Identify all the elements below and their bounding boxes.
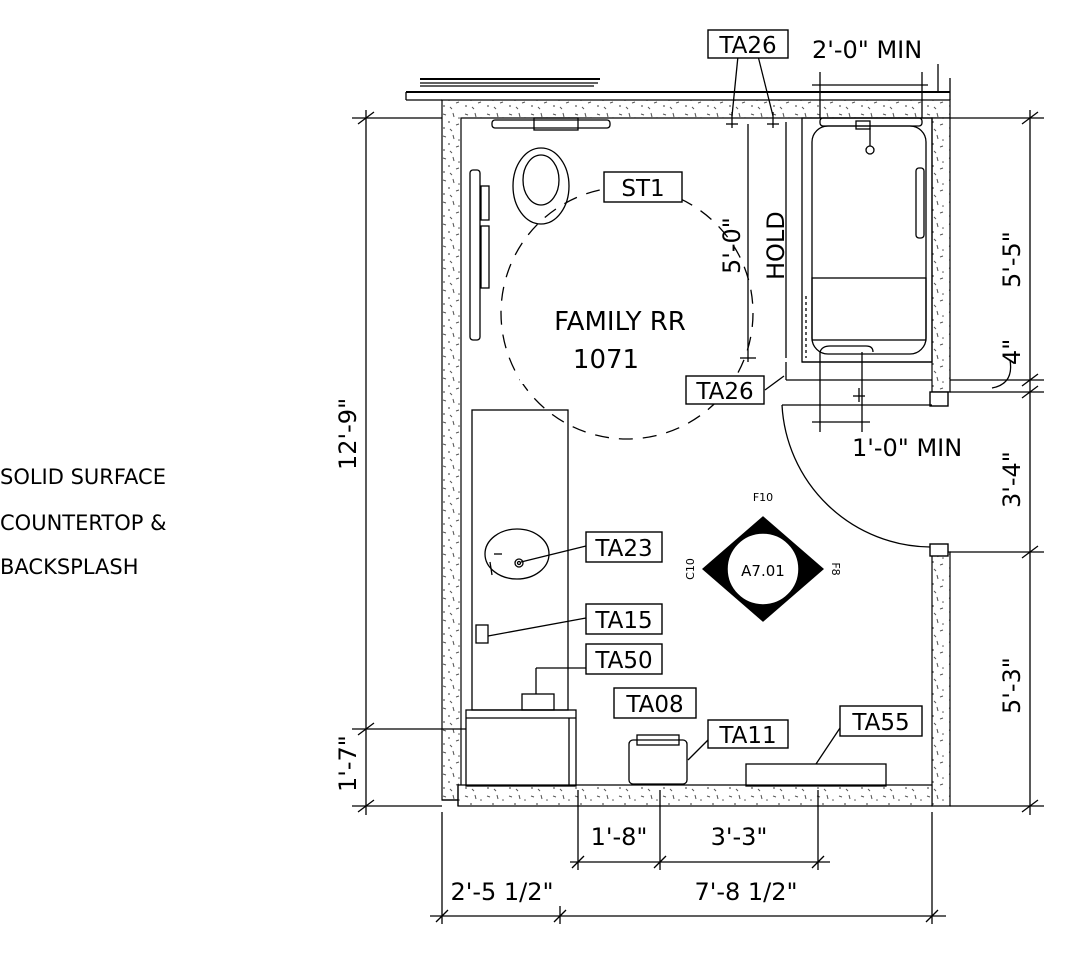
tag-ta08-box	[613, 687, 697, 719]
note-line-2: COUNTERTOP &	[0, 511, 167, 535]
dim-hold: HOLD	[762, 211, 790, 280]
tag-ta26-top: TA26	[718, 33, 776, 59]
dim-right-5-3: 5'-3"	[998, 657, 1026, 714]
wall-right-upper	[931, 117, 951, 393]
dim-bottom-2-5-half: 2'-5 1/2"	[450, 878, 553, 906]
elevation-marker: A7.01 F10 F8 C10	[684, 491, 842, 622]
tag-ta15-box	[585, 603, 663, 635]
ta55-fixture	[745, 763, 887, 787]
tag-ta26-mid-box	[685, 375, 765, 405]
dim-top-min: 2'-0" MIN	[812, 36, 922, 64]
wall-bottom	[457, 784, 933, 807]
tag-ta50-box	[585, 643, 663, 675]
dim-clear-5-0: 5'-0"	[718, 217, 746, 274]
tag-ta55-box	[839, 705, 923, 737]
tag-ta26-top-box	[707, 29, 789, 59]
dim-right-3-4: 3'-4"	[998, 451, 1026, 508]
tag-ta11: TA11	[718, 723, 776, 749]
note-line-1: SOLID SURFACE	[0, 465, 166, 489]
elevation-left: C10	[684, 558, 697, 580]
dim-bottom-1-8: 1'-8"	[591, 823, 648, 851]
tag-leaders	[487, 55, 841, 765]
ta08-top	[636, 734, 680, 746]
note-line-3: BACKSPLASH	[0, 555, 139, 579]
dim-bottom-3-3: 3'-3"	[711, 823, 768, 851]
room-name: FAMILY RR	[554, 307, 686, 337]
door-jamb-bottom	[929, 543, 949, 557]
turning-circle	[500, 186, 754, 440]
dimension-lines	[352, 72, 1044, 924]
tag-ta26-mid: TA26	[695, 379, 753, 405]
room-number: 1071	[573, 345, 639, 375]
elevation-center: A7.01	[741, 562, 785, 580]
dim-right-5-5: 5'-5"	[998, 231, 1026, 288]
door-jamb-top	[929, 391, 949, 407]
wall-right-lower	[931, 551, 951, 807]
tag-ta11-box	[707, 719, 789, 749]
dim-left-1-7: 1'-7"	[334, 735, 362, 792]
bathtub	[785, 117, 933, 381]
dim-left-12-9: 12'-9"	[334, 398, 362, 470]
tag-ta15: TA15	[594, 608, 652, 634]
dim-bottom-7-8-half: 7'-8 1/2"	[694, 878, 797, 906]
ta08-fixture	[628, 739, 688, 785]
tag-st1-box	[603, 171, 683, 203]
water-closet	[469, 117, 611, 341]
tag-ta55: TA55	[851, 710, 909, 736]
tag-st1: ST1	[621, 176, 664, 202]
elevation-top: F10	[753, 491, 773, 504]
door-swing	[781, 404, 932, 548]
walls	[405, 64, 951, 807]
vanity-counter	[465, 409, 577, 787]
tag-ta23: TA23	[594, 536, 652, 562]
dim-right-4: 4"	[998, 339, 1026, 365]
tag-ta23-box	[585, 531, 663, 563]
tag-ta08: TA08	[625, 692, 683, 718]
elevation-right: F8	[829, 562, 842, 575]
dim-min-1-0: 1'-0" MIN	[852, 434, 962, 462]
tag-ta50: TA50	[594, 648, 652, 674]
